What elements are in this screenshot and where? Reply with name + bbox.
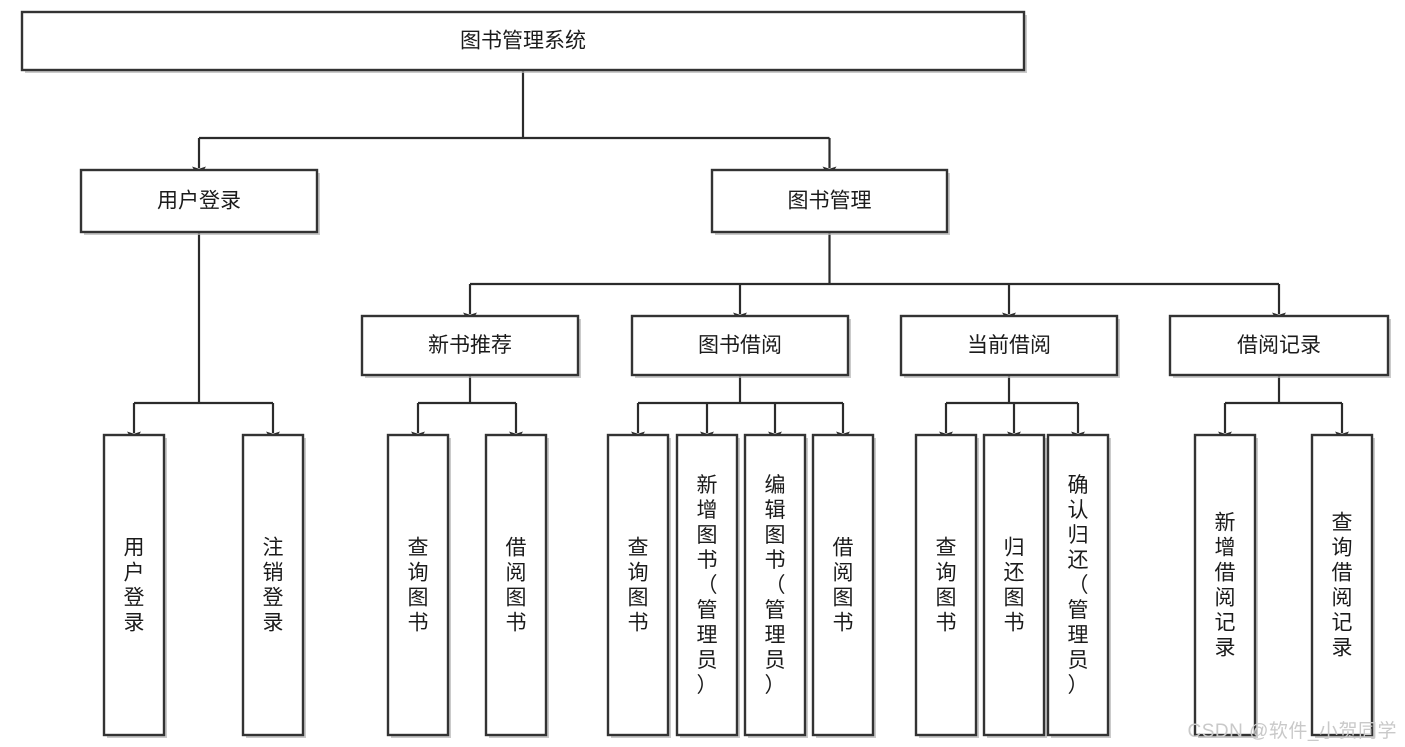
connector-group <box>411 375 523 443</box>
node-box <box>675 433 739 737</box>
node-label: 借阅图书 <box>506 537 527 635</box>
node-box <box>1310 433 1374 737</box>
connector-group <box>939 375 1085 443</box>
node-user-login[interactable]: 用户登录 <box>79 168 320 235</box>
node-label: 注销登录 <box>263 537 284 635</box>
node-label: 确认归还（管理员） <box>1068 474 1089 697</box>
node-box <box>360 314 580 377</box>
node-label: 查询图书 <box>408 537 429 635</box>
node-box <box>20 10 1026 72</box>
node-layer: 图书管理系统用户登录图书管理新书推荐图书借阅当前借阅借阅记录用户登录注销登录查询… <box>20 10 1391 738</box>
node-leaf-return-book[interactable]: 归还图书 <box>982 433 1047 738</box>
node-current-borrow[interactable]: 当前借阅 <box>899 314 1120 378</box>
node-label: 新书推荐 <box>428 334 512 357</box>
node-label: 归还图书 <box>1004 537 1025 635</box>
node-box <box>914 433 978 737</box>
node-label: 新增图书（管理员） <box>697 474 718 697</box>
node-leaf-logout[interactable]: 注销登录 <box>241 433 306 738</box>
node-leaf-query-book-rec[interactable]: 查询图书 <box>386 433 451 738</box>
connector-group <box>1218 375 1349 443</box>
node-label: 当前借阅 <box>967 334 1051 357</box>
connector-group <box>631 375 850 443</box>
node-box <box>710 168 949 234</box>
node-leaf-query-book-borrow[interactable]: 查询图书 <box>606 433 671 738</box>
node-leaf-query-book-cur[interactable]: 查询图书 <box>914 433 979 738</box>
node-label: 用户登录 <box>157 190 241 213</box>
node-box <box>982 433 1046 737</box>
node-box <box>1193 433 1257 737</box>
node-label: 查询图书 <box>936 537 957 635</box>
csdn-watermark: CSDN @软件_小贺同学 <box>1187 721 1397 742</box>
node-box <box>899 314 1119 377</box>
node-borrow-record[interactable]: 借阅记录 <box>1168 314 1391 378</box>
node-box <box>484 433 548 737</box>
node-box <box>630 314 850 377</box>
node-leaf-edit-book[interactable]: 编辑图书（管理员） <box>743 433 808 738</box>
node-label: 借阅记录 <box>1237 334 1321 357</box>
node-leaf-user-login[interactable]: 用户登录 <box>102 433 167 738</box>
edge-layer <box>127 70 1349 443</box>
node-new-book-rec[interactable]: 新书推荐 <box>360 314 581 378</box>
node-leaf-add-record[interactable]: 新增借阅记录 <box>1193 433 1258 738</box>
node-box <box>241 433 305 737</box>
node-box <box>386 433 450 737</box>
node-book-borrow[interactable]: 图书借阅 <box>630 314 851 378</box>
node-label: 编辑图书（管理员） <box>765 474 786 697</box>
node-label: 借阅图书 <box>833 537 854 635</box>
node-box <box>1046 433 1110 737</box>
node-box <box>1168 314 1390 377</box>
node-box <box>743 433 807 737</box>
node-box <box>811 433 875 737</box>
node-box <box>102 433 166 737</box>
node-label: 图书借阅 <box>698 334 782 357</box>
connector-group <box>463 232 1286 324</box>
node-label: 查询借阅记录 <box>1332 512 1353 660</box>
node-label: 图书管理 <box>788 190 872 213</box>
node-leaf-borrow-book[interactable]: 借阅图书 <box>811 433 876 738</box>
node-label: 查询图书 <box>628 537 649 635</box>
node-root[interactable]: 图书管理系统 <box>20 10 1027 73</box>
node-leaf-add-book[interactable]: 新增图书（管理员） <box>675 433 740 738</box>
node-leaf-query-record[interactable]: 查询借阅记录 <box>1310 433 1375 738</box>
node-box <box>79 168 319 234</box>
node-label: 图书管理系统 <box>460 30 586 53</box>
node-box <box>606 433 670 737</box>
connector-group <box>192 70 837 178</box>
node-leaf-borrow-book-rec[interactable]: 借阅图书 <box>484 433 549 738</box>
node-leaf-confirm-return[interactable]: 确认归还（管理员） <box>1046 433 1111 738</box>
connector-group <box>127 232 280 443</box>
node-book-manage[interactable]: 图书管理 <box>710 168 950 235</box>
node-label: 新增借阅记录 <box>1215 512 1236 660</box>
node-label: 用户登录 <box>124 537 145 635</box>
